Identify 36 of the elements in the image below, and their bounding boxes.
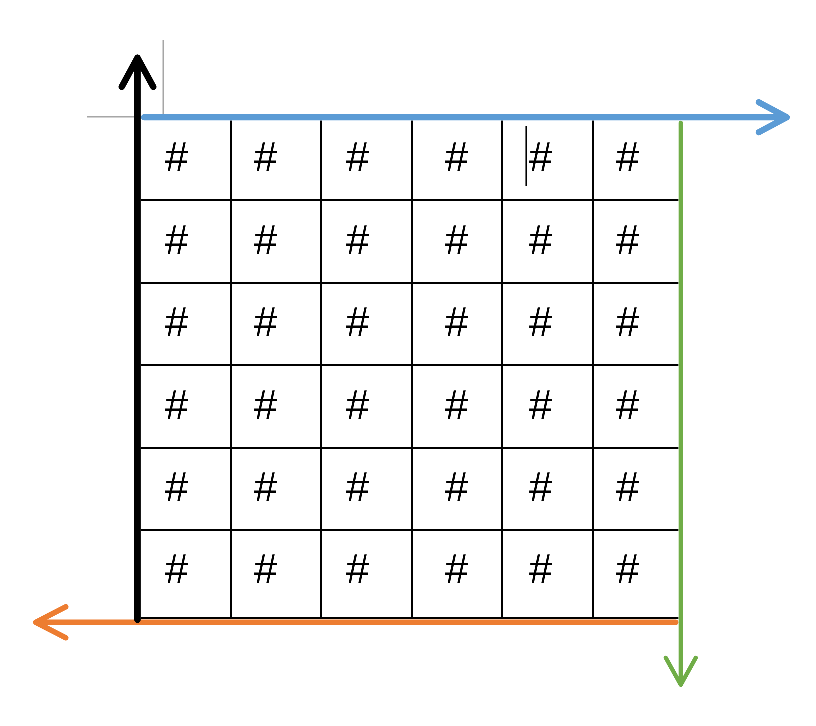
hash-sign: # [346, 142, 370, 172]
hash-sign: # [346, 472, 370, 502]
hash-sign: # [346, 308, 370, 336]
hash-sign: # [446, 142, 468, 172]
hash-sign: # [616, 472, 640, 502]
hash-sign: # [446, 308, 468, 336]
hash-sign: # [616, 226, 640, 254]
hash-sign: # [530, 472, 552, 502]
hash-sign: # [254, 554, 278, 584]
hash-sign: # [166, 472, 188, 502]
hash-sign: # [530, 142, 552, 172]
hash-sign: # [446, 554, 468, 584]
hash-sign: # [346, 554, 370, 584]
hash-sign: # [530, 554, 552, 584]
hash-sign: # [616, 308, 640, 336]
hash-sign: # [346, 390, 370, 420]
hash-sign: # [446, 472, 468, 502]
hash-sign: # [446, 226, 468, 254]
hash-sign: # [166, 554, 188, 584]
hash-sign: # [616, 142, 640, 172]
hash-sign: # [254, 226, 278, 254]
hash-sign: # [166, 390, 188, 420]
hash-sign: # [530, 390, 552, 420]
hash-sign: # [254, 472, 278, 502]
hash-sign: # [254, 390, 278, 420]
hash-sign: # [254, 142, 278, 172]
hash-sign: # [166, 142, 188, 172]
hash-sign: # [166, 308, 188, 336]
hash-sign: # [530, 308, 552, 336]
hash-sign: # [616, 554, 640, 584]
hash-sign: # [346, 226, 370, 254]
hash-sign: # [616, 390, 640, 420]
hash-sign: # [530, 226, 552, 254]
hash-sign: # [254, 308, 278, 336]
hash-sign: # [446, 390, 468, 420]
hash-sign: # [166, 226, 188, 254]
